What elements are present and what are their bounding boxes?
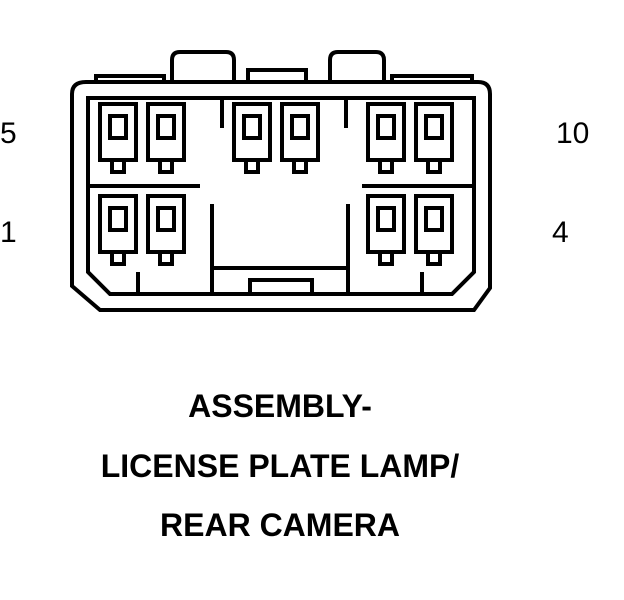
terminal-top-1 xyxy=(98,102,138,174)
terminal-bottom-4 xyxy=(414,194,454,266)
terminal-bottom-2 xyxy=(146,194,186,266)
terminal-top-4 xyxy=(280,102,320,174)
caption-line-1: ASSEMBLY- xyxy=(188,388,372,424)
terminal-top-2 xyxy=(146,102,186,174)
connector-top-tab-left xyxy=(170,50,236,82)
terminal-top-5 xyxy=(366,102,406,174)
terminal-top-3 xyxy=(232,102,272,174)
connector-housing-outer xyxy=(70,80,492,312)
keyway-slot xyxy=(248,278,314,294)
terminal-bottom-1 xyxy=(98,194,138,266)
terminal-row-bottom xyxy=(98,194,454,266)
connector-shoulder-left xyxy=(94,74,166,82)
pin-label-10: 10 xyxy=(556,117,590,150)
caption-line-3: REAR CAMERA xyxy=(160,507,400,543)
pin-label-5: 5 xyxy=(0,117,17,150)
connector-top-tab-right xyxy=(328,50,386,82)
connector-shoulder-right xyxy=(390,74,474,82)
caption-line-2: LICENSE PLATE LAMP/ xyxy=(100,448,460,484)
pin-label-4: 4 xyxy=(552,216,569,249)
terminal-top-6 xyxy=(414,102,454,174)
connector-top-tab-center xyxy=(246,68,308,82)
pin-label-1: 1 xyxy=(0,216,17,249)
terminal-row-top xyxy=(98,102,454,174)
terminal-bottom-3 xyxy=(366,194,406,266)
connector-cavity-inner xyxy=(86,96,476,296)
